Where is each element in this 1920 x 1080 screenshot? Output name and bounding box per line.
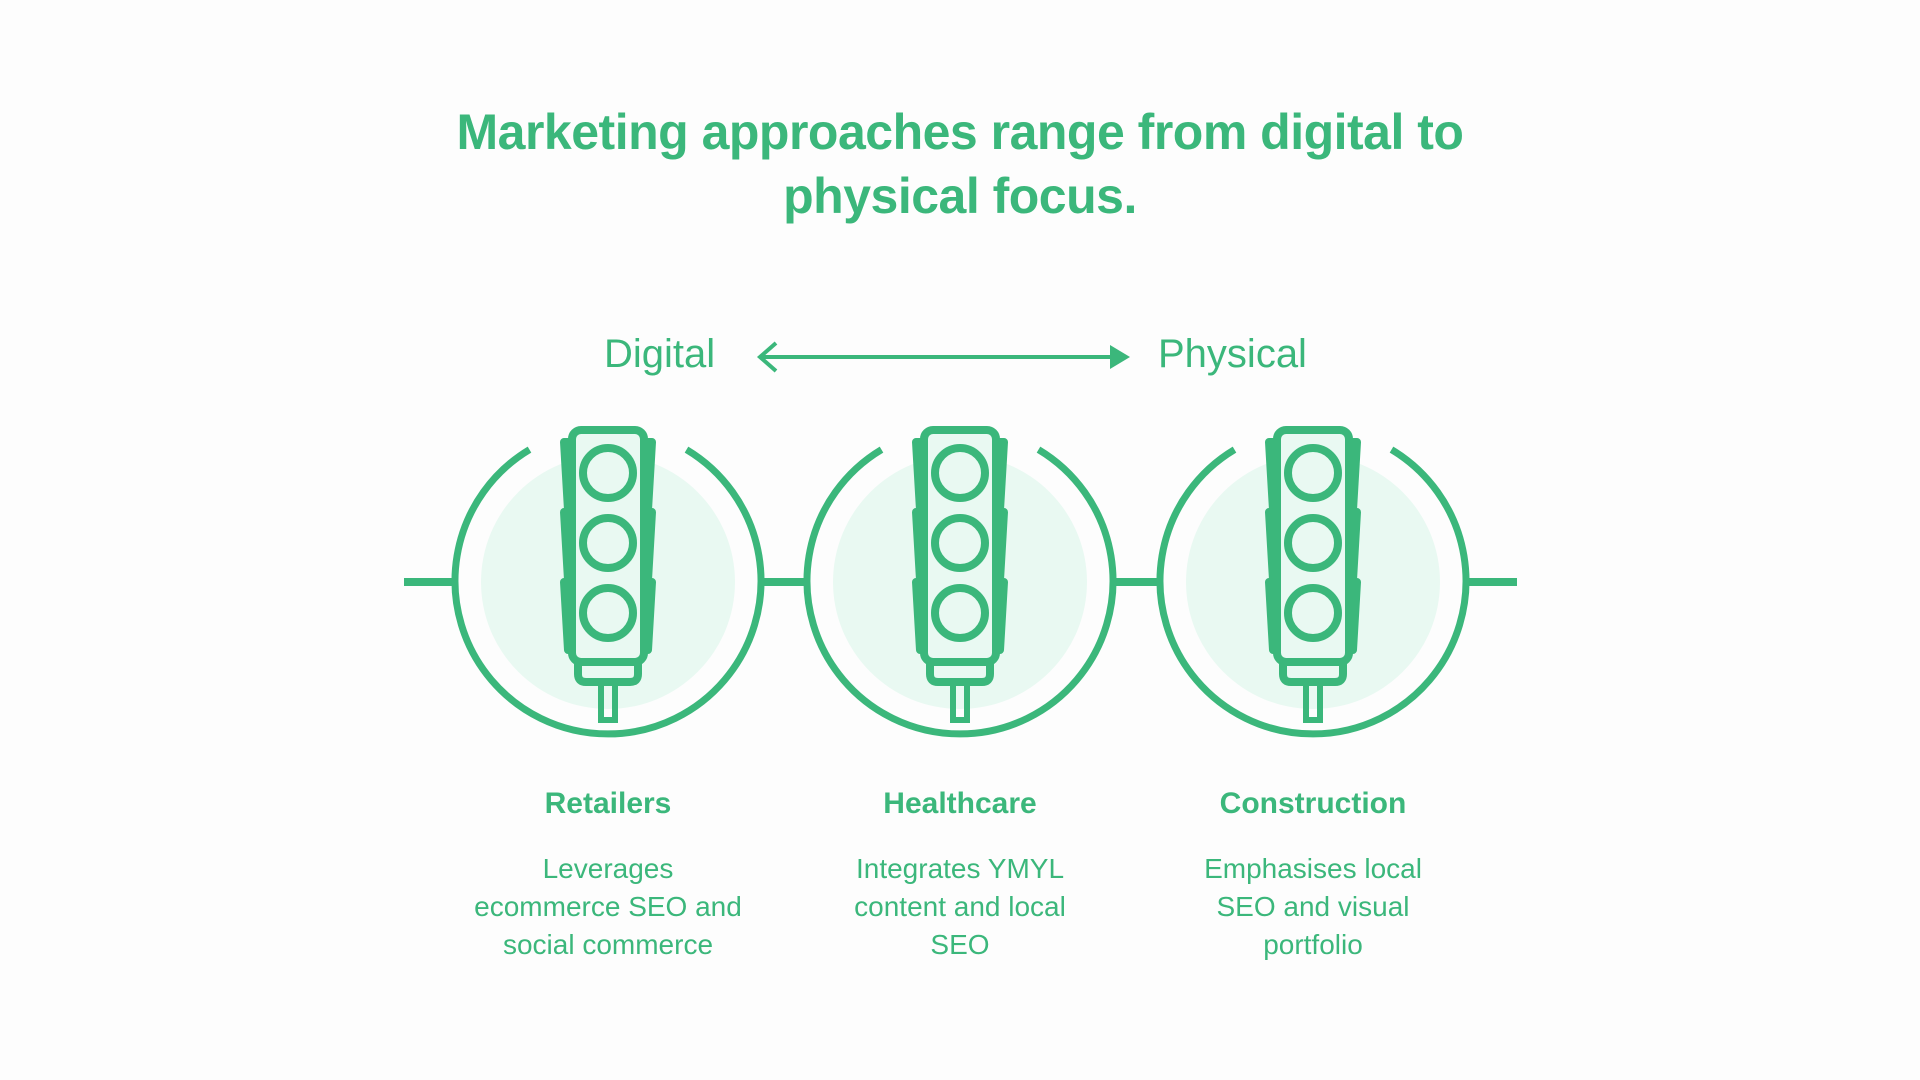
stage-card-retailers: Retailers Leverages ecommerce SEO and so… [458, 782, 758, 964]
diagram-title: Marketing approaches range from digital … [360, 100, 1560, 228]
stage-card-construction: Construction Emphasises local SEO and vi… [1163, 782, 1463, 964]
stage-title: Retailers [544, 787, 672, 820]
stage-description: Emphasises local SEO and visual portfoli… [1204, 853, 1422, 960]
digital-physical-arrow [756, 341, 1130, 373]
title-line-1: Marketing approaches range from digital … [456, 104, 1464, 160]
title-line-2: physical focus. [783, 168, 1137, 224]
stage-circle-retailers [451, 430, 765, 738]
stage-title: Healthcare [883, 787, 1037, 820]
stage-description: Integrates YMYL content and local SEO [854, 853, 1066, 960]
axis-label-digital: Digital [604, 332, 716, 376]
stage-title: Construction [1219, 787, 1407, 820]
stage-circle-construction [1156, 430, 1470, 738]
stage-card-healthcare: Healthcare Integrates YMYL content and l… [810, 782, 1110, 964]
stage-description: Leverages ecommerce SEO and social comme… [474, 853, 742, 960]
axis-label-physical: Physical [1158, 332, 1307, 376]
stage-circle-healthcare [803, 430, 1117, 738]
